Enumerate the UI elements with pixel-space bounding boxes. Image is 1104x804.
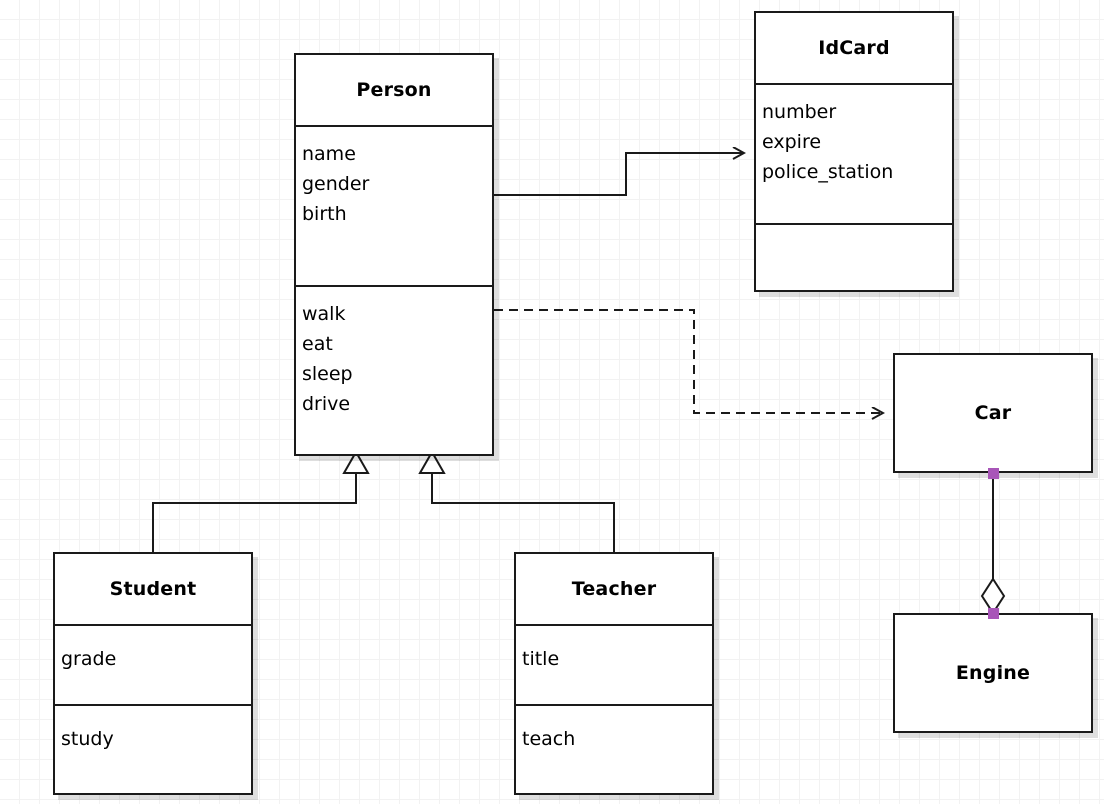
edge-teacher-person[interactable]	[418, 449, 615, 552]
edge-car-engine[interactable]	[980, 473, 1006, 615]
operation-item: teach	[522, 728, 576, 750]
class-box-car[interactable]: Car	[893, 353, 1093, 473]
operation-item: eat	[302, 333, 333, 355]
attribute-item: grade	[61, 648, 117, 670]
class-box-idcard[interactable]: IdCard number expire police_station	[754, 11, 954, 292]
hollow-triangle-icon	[418, 449, 446, 474]
attributes-student: grade	[55, 624, 251, 704]
edge-person-car[interactable]	[494, 309, 883, 413]
hollow-triangle-icon	[342, 449, 370, 474]
class-box-student[interactable]: Student grade study	[53, 552, 253, 795]
attribute-item: name	[302, 143, 356, 165]
class-name-teacher: Teacher	[571, 578, 657, 600]
selection-handle-car-end[interactable]	[988, 468, 999, 479]
class-name-engine: Engine	[955, 662, 1031, 684]
attribute-item: birth	[302, 203, 347, 225]
selection-handle-engine-end[interactable]	[988, 608, 999, 619]
operations-person: walk eat sleep drive	[296, 285, 492, 454]
class-name-person: Person	[356, 79, 432, 101]
class-box-engine[interactable]: Engine	[893, 613, 1093, 733]
class-box-person[interactable]: Person name gender birth walk eat sleep …	[294, 53, 494, 456]
attribute-item: gender	[302, 173, 370, 195]
edge-person-idcard[interactable]	[494, 153, 744, 196]
class-name-student: Student	[109, 578, 197, 600]
attribute-item: number	[762, 101, 837, 123]
operation-item: walk	[302, 303, 346, 325]
attribute-item: police_station	[762, 161, 894, 183]
operation-item: drive	[302, 393, 351, 415]
attribute-item: title	[522, 648, 560, 670]
operations-idcard	[756, 223, 952, 290]
attributes-idcard: number expire police_station	[756, 83, 952, 223]
operation-item: sleep	[302, 363, 353, 385]
class-name-idcard: IdCard	[818, 37, 890, 59]
class-name-car: Car	[974, 402, 1012, 424]
operation-item: study	[61, 728, 114, 750]
attributes-teacher: title	[516, 624, 712, 704]
attribute-item: expire	[762, 131, 822, 153]
class-box-teacher[interactable]: Teacher title teach	[514, 552, 714, 795]
attributes-person: name gender birth	[296, 125, 492, 285]
operations-teacher: teach	[516, 704, 712, 793]
operations-student: study	[55, 704, 251, 793]
edge-student-person[interactable]	[152, 449, 370, 552]
